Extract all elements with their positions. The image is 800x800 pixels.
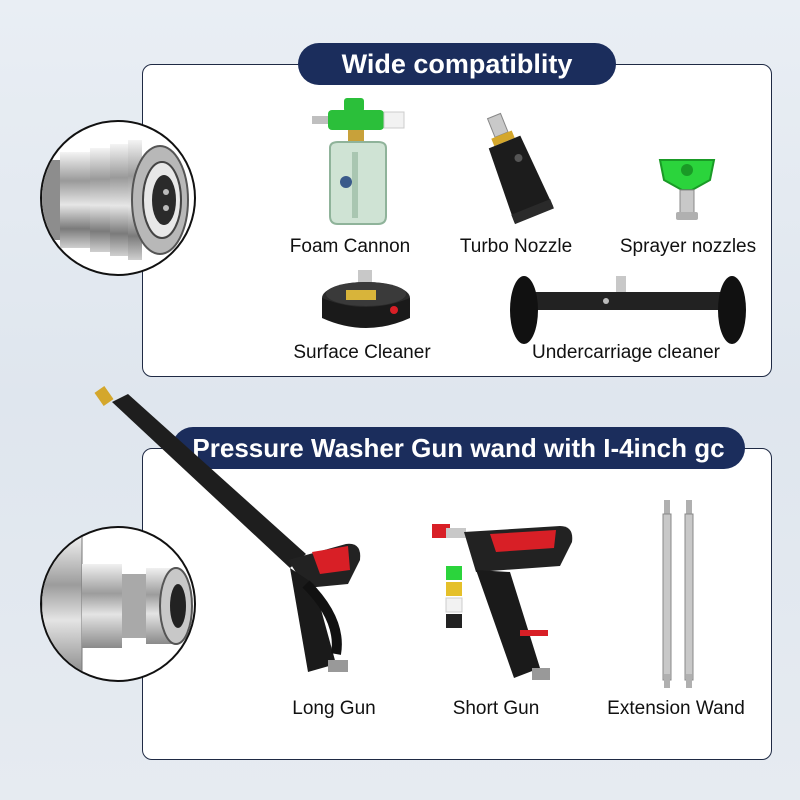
long-gun-label: Long Gun: [292, 698, 376, 719]
turbo-nozzle-label: Turbo Nozzle: [459, 236, 573, 257]
compatibility-title: Wide compatiblity: [298, 43, 616, 85]
foam-cannon-label: Foam Cannon: [289, 236, 411, 257]
surface-cleaner-label: Surface Cleaner: [293, 342, 431, 363]
undercarriage-cleaner-icon: [508, 270, 748, 346]
short-gun-icon: [420, 518, 578, 686]
compatibility-panel: [142, 64, 772, 377]
long-gun-icon: [92, 384, 370, 684]
sprayer-nozzle-icon: [652, 150, 722, 226]
extension-wand-icon: [652, 498, 708, 690]
quick-connect-socket-icon: [40, 120, 196, 276]
gun-wand-title: Pressure Washer Gun wand with I-4inch gc: [172, 427, 745, 469]
extension-wand-label: Extension Wand: [607, 698, 745, 719]
foam-cannon-icon: [308, 92, 408, 228]
quick-connect-plug-icon: [40, 526, 196, 682]
turbo-nozzle-icon: [470, 110, 560, 226]
undercarriage-cleaner-label: Undercarriage cleaner: [532, 342, 720, 363]
surface-cleaner-icon: [318, 268, 414, 338]
sprayer-nozzles-label: Sprayer nozzles: [619, 236, 757, 257]
short-gun-label: Short Gun: [452, 698, 540, 719]
